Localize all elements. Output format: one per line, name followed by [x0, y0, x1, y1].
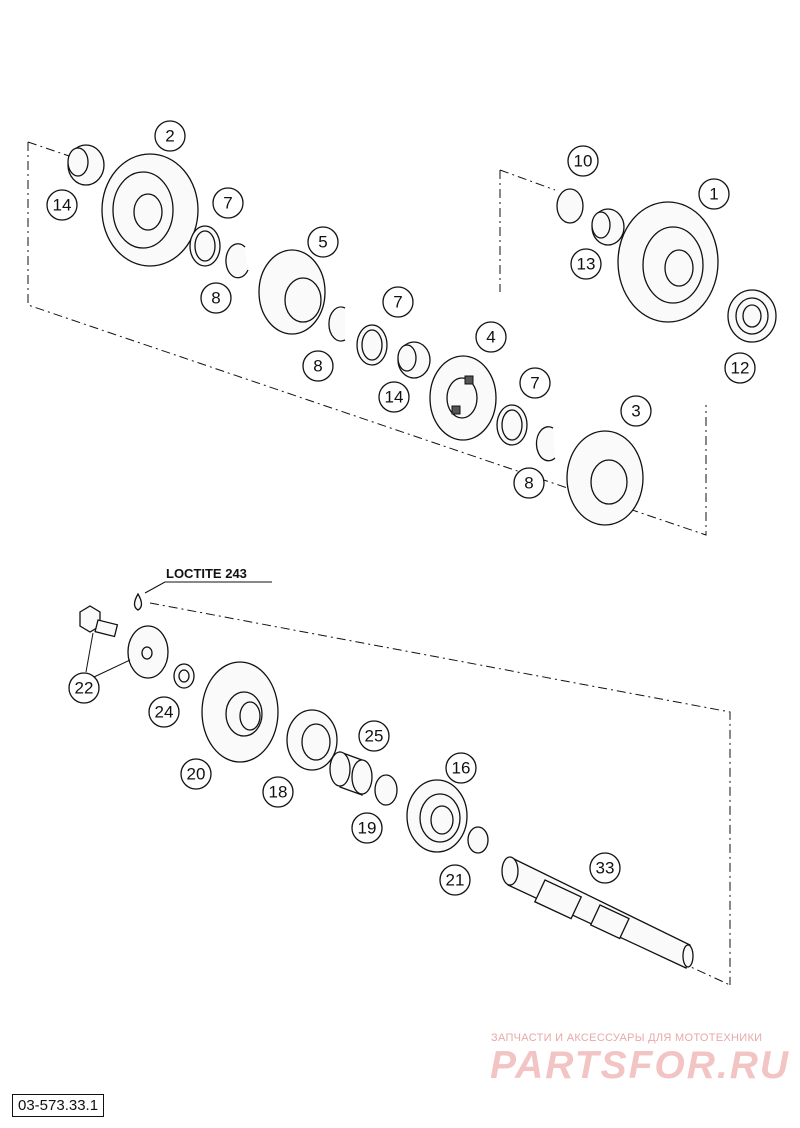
svg-text:7: 7 [530, 374, 539, 393]
callout-22-leader-a [85, 632, 94, 673]
seal-18 [286, 709, 338, 771]
circlip-8-c [535, 426, 556, 462]
callout-21: 21 [439, 864, 471, 896]
callout-7-b: 7 [382, 286, 414, 318]
callout-4: 4 [475, 321, 507, 353]
callout-24: 24 [148, 696, 180, 728]
needle-bearing-14-middle [397, 341, 431, 379]
svg-text:33: 33 [596, 859, 615, 878]
reference-code: 03-573.33.1 [12, 1094, 105, 1117]
gear-2 [101, 153, 199, 267]
svg-text:8: 8 [211, 289, 220, 308]
svg-text:24: 24 [155, 703, 174, 722]
washer-7-c [496, 404, 528, 446]
callout-8-a: 8 [200, 282, 232, 314]
loctite-label: LOCTITE 243 [166, 566, 247, 581]
washer-22 [127, 625, 169, 679]
callout-2: 2 [154, 120, 186, 152]
callout-7-a: 7 [212, 187, 244, 219]
svg-text:4: 4 [486, 328, 495, 347]
callout-16: 16 [445, 752, 477, 784]
watermark-tagline: ЗАПЧАСТИ И АКСЕССУАРЫ ДЛЯ МОТОТЕХНИКИ [491, 1032, 763, 1044]
svg-text:13: 13 [577, 255, 596, 274]
callout-10: 10 [567, 145, 599, 177]
ball-bearing-16 [406, 779, 468, 853]
loctite-drop-icon [133, 592, 143, 611]
callout-33: 33 [589, 852, 621, 884]
gear-4 [429, 355, 497, 441]
svg-text:14: 14 [385, 388, 404, 407]
svg-text:21: 21 [446, 871, 465, 890]
svg-text:7: 7 [393, 293, 402, 312]
circlip-8-a [225, 243, 249, 279]
svg-text:20: 20 [187, 765, 206, 784]
gear-5 [258, 249, 326, 335]
ball-bearing-12 [727, 289, 777, 343]
sprocket-20 [201, 661, 279, 763]
lower-assembly-outline [149, 602, 731, 985]
svg-text:3: 3 [631, 402, 640, 421]
callout-7-c: 7 [519, 367, 551, 399]
washer-24 [173, 663, 195, 689]
gear-3 [566, 430, 644, 526]
spacer-25 [329, 751, 373, 796]
washer-10 [556, 188, 584, 224]
svg-text:8: 8 [313, 357, 322, 376]
upper-left-guide [27, 141, 76, 159]
needle-bearing-14-upper [67, 144, 105, 186]
gear-1 [617, 201, 719, 323]
callout-8-c: 8 [513, 467, 545, 499]
o-ring-19 [374, 774, 398, 806]
callout-25: 25 [358, 720, 390, 752]
callout-22-leader-b [93, 659, 131, 678]
callout-12: 12 [724, 352, 756, 384]
upper-assembly-outline [27, 142, 707, 536]
o-ring-21 [467, 826, 489, 854]
callout-20: 20 [180, 758, 212, 790]
callout-5: 5 [307, 226, 339, 258]
svg-text:16: 16 [452, 759, 471, 778]
callout-22: 22 [68, 672, 100, 704]
bolt-22 [79, 605, 119, 638]
washer-7-a [189, 225, 221, 267]
svg-text:12: 12 [731, 359, 750, 378]
watermark-brand: PARTSFOR.RU [490, 1044, 791, 1087]
loctite-leader-line [144, 581, 166, 594]
circlip-8-b [328, 306, 346, 342]
callout-13: 13 [570, 248, 602, 280]
svg-text:10: 10 [574, 152, 593, 171]
callout-8-b: 8 [302, 350, 334, 382]
upper-right-guide [499, 169, 556, 191]
washer-7-b [356, 324, 388, 366]
callout-18: 18 [262, 776, 294, 808]
svg-text:19: 19 [358, 819, 377, 838]
svg-text:18: 18 [269, 783, 288, 802]
svg-text:2: 2 [165, 127, 174, 146]
svg-text:8: 8 [524, 474, 533, 493]
svg-text:1: 1 [709, 185, 718, 204]
svg-text:5: 5 [318, 233, 327, 252]
callout-14-middle: 14 [378, 381, 410, 413]
callout-3: 3 [620, 395, 652, 427]
callout-14-upper: 14 [46, 189, 78, 221]
svg-text:22: 22 [75, 679, 94, 698]
countershaft-33 [501, 856, 694, 969]
svg-text:7: 7 [223, 194, 232, 213]
needle-bearing-13 [591, 208, 625, 246]
lower-shaft-guide [679, 961, 731, 986]
svg-text:25: 25 [365, 727, 384, 746]
callout-19: 19 [351, 812, 383, 844]
svg-text:14: 14 [53, 196, 72, 215]
callout-1: 1 [698, 178, 730, 210]
